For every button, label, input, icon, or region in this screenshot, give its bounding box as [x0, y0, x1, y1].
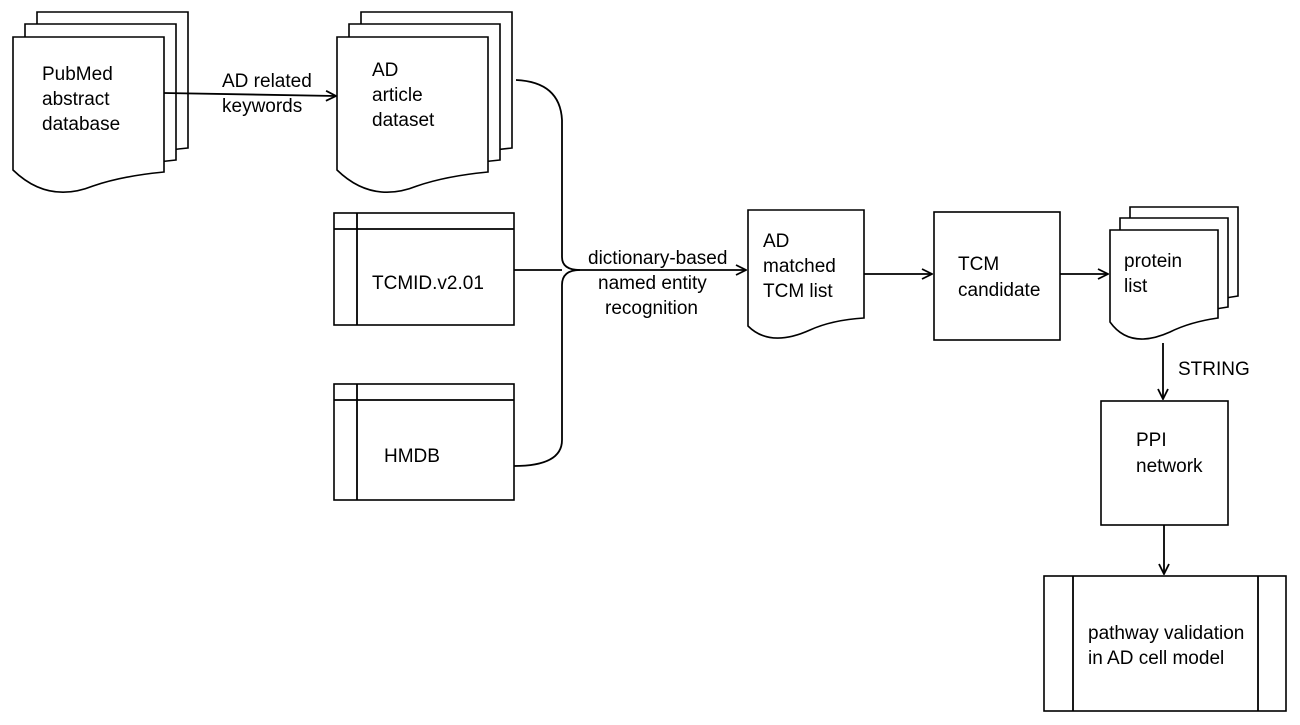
ad-article-line-3: dataset — [372, 110, 435, 131]
ad-matched-line-1: AD — [763, 231, 789, 252]
pubmed-database-node: PubMed abstract database — [12, 11, 189, 193]
tcm-candidate-line-2: candidate — [958, 280, 1040, 301]
hmdb-label: HMDB — [384, 446, 440, 467]
tcmid-database-node: TCMID.v2.01 — [333, 212, 515, 326]
edge-keywords: AD related keywords — [163, 71, 336, 117]
edge-ner-line-1: dictionary-based — [588, 248, 727, 269]
tcm-candidate-line-1: TCM — [958, 254, 999, 275]
pathway-validation-node: pathway validation in AD cell model — [1043, 575, 1287, 712]
edge-keywords-line-2: keywords — [222, 96, 302, 117]
edge-string-label: STRING — [1178, 359, 1250, 380]
pubmed-line-1: PubMed — [42, 64, 113, 85]
hmdb-database-node: HMDB — [333, 383, 515, 501]
ppi-network-node: PPI network — [1100, 400, 1229, 526]
protein-list-line-1: protein — [1124, 251, 1182, 272]
tcm-candidate-node: TCM candidate — [933, 211, 1061, 341]
edge-ner-line-2: named entity — [598, 273, 707, 294]
protein-list-line-2: list — [1124, 276, 1148, 297]
pathway-line-1: pathway validation — [1088, 623, 1244, 644]
edge-ner-label: dictionary-based named entity recognitio… — [588, 248, 727, 319]
edge-ner-line-3: recognition — [605, 298, 698, 319]
ppi-line-1: PPI — [1136, 430, 1167, 451]
ad-matched-line-2: matched — [763, 256, 836, 277]
edge-keywords-line-1: AD related — [222, 71, 312, 92]
ad-article-dataset-node: AD article dataset — [336, 11, 513, 193]
tcmid-label: TCMID.v2.01 — [372, 273, 484, 294]
edge-string: STRING — [1163, 343, 1250, 399]
ad-matched-tcm-list-node: AD matched TCM list — [747, 209, 865, 339]
ad-matched-line-3: TCM list — [763, 281, 833, 302]
ppi-line-2: network — [1136, 456, 1203, 477]
pathway-line-2: in AD cell model — [1088, 648, 1224, 669]
ad-article-line-2: article — [372, 85, 423, 106]
protein-list-node: protein list — [1109, 206, 1239, 340]
ad-article-line-1: AD — [372, 60, 398, 81]
edge-merge-bracket — [513, 79, 746, 467]
pubmed-line-3: database — [42, 114, 120, 135]
pubmed-line-2: abstract — [42, 89, 110, 110]
